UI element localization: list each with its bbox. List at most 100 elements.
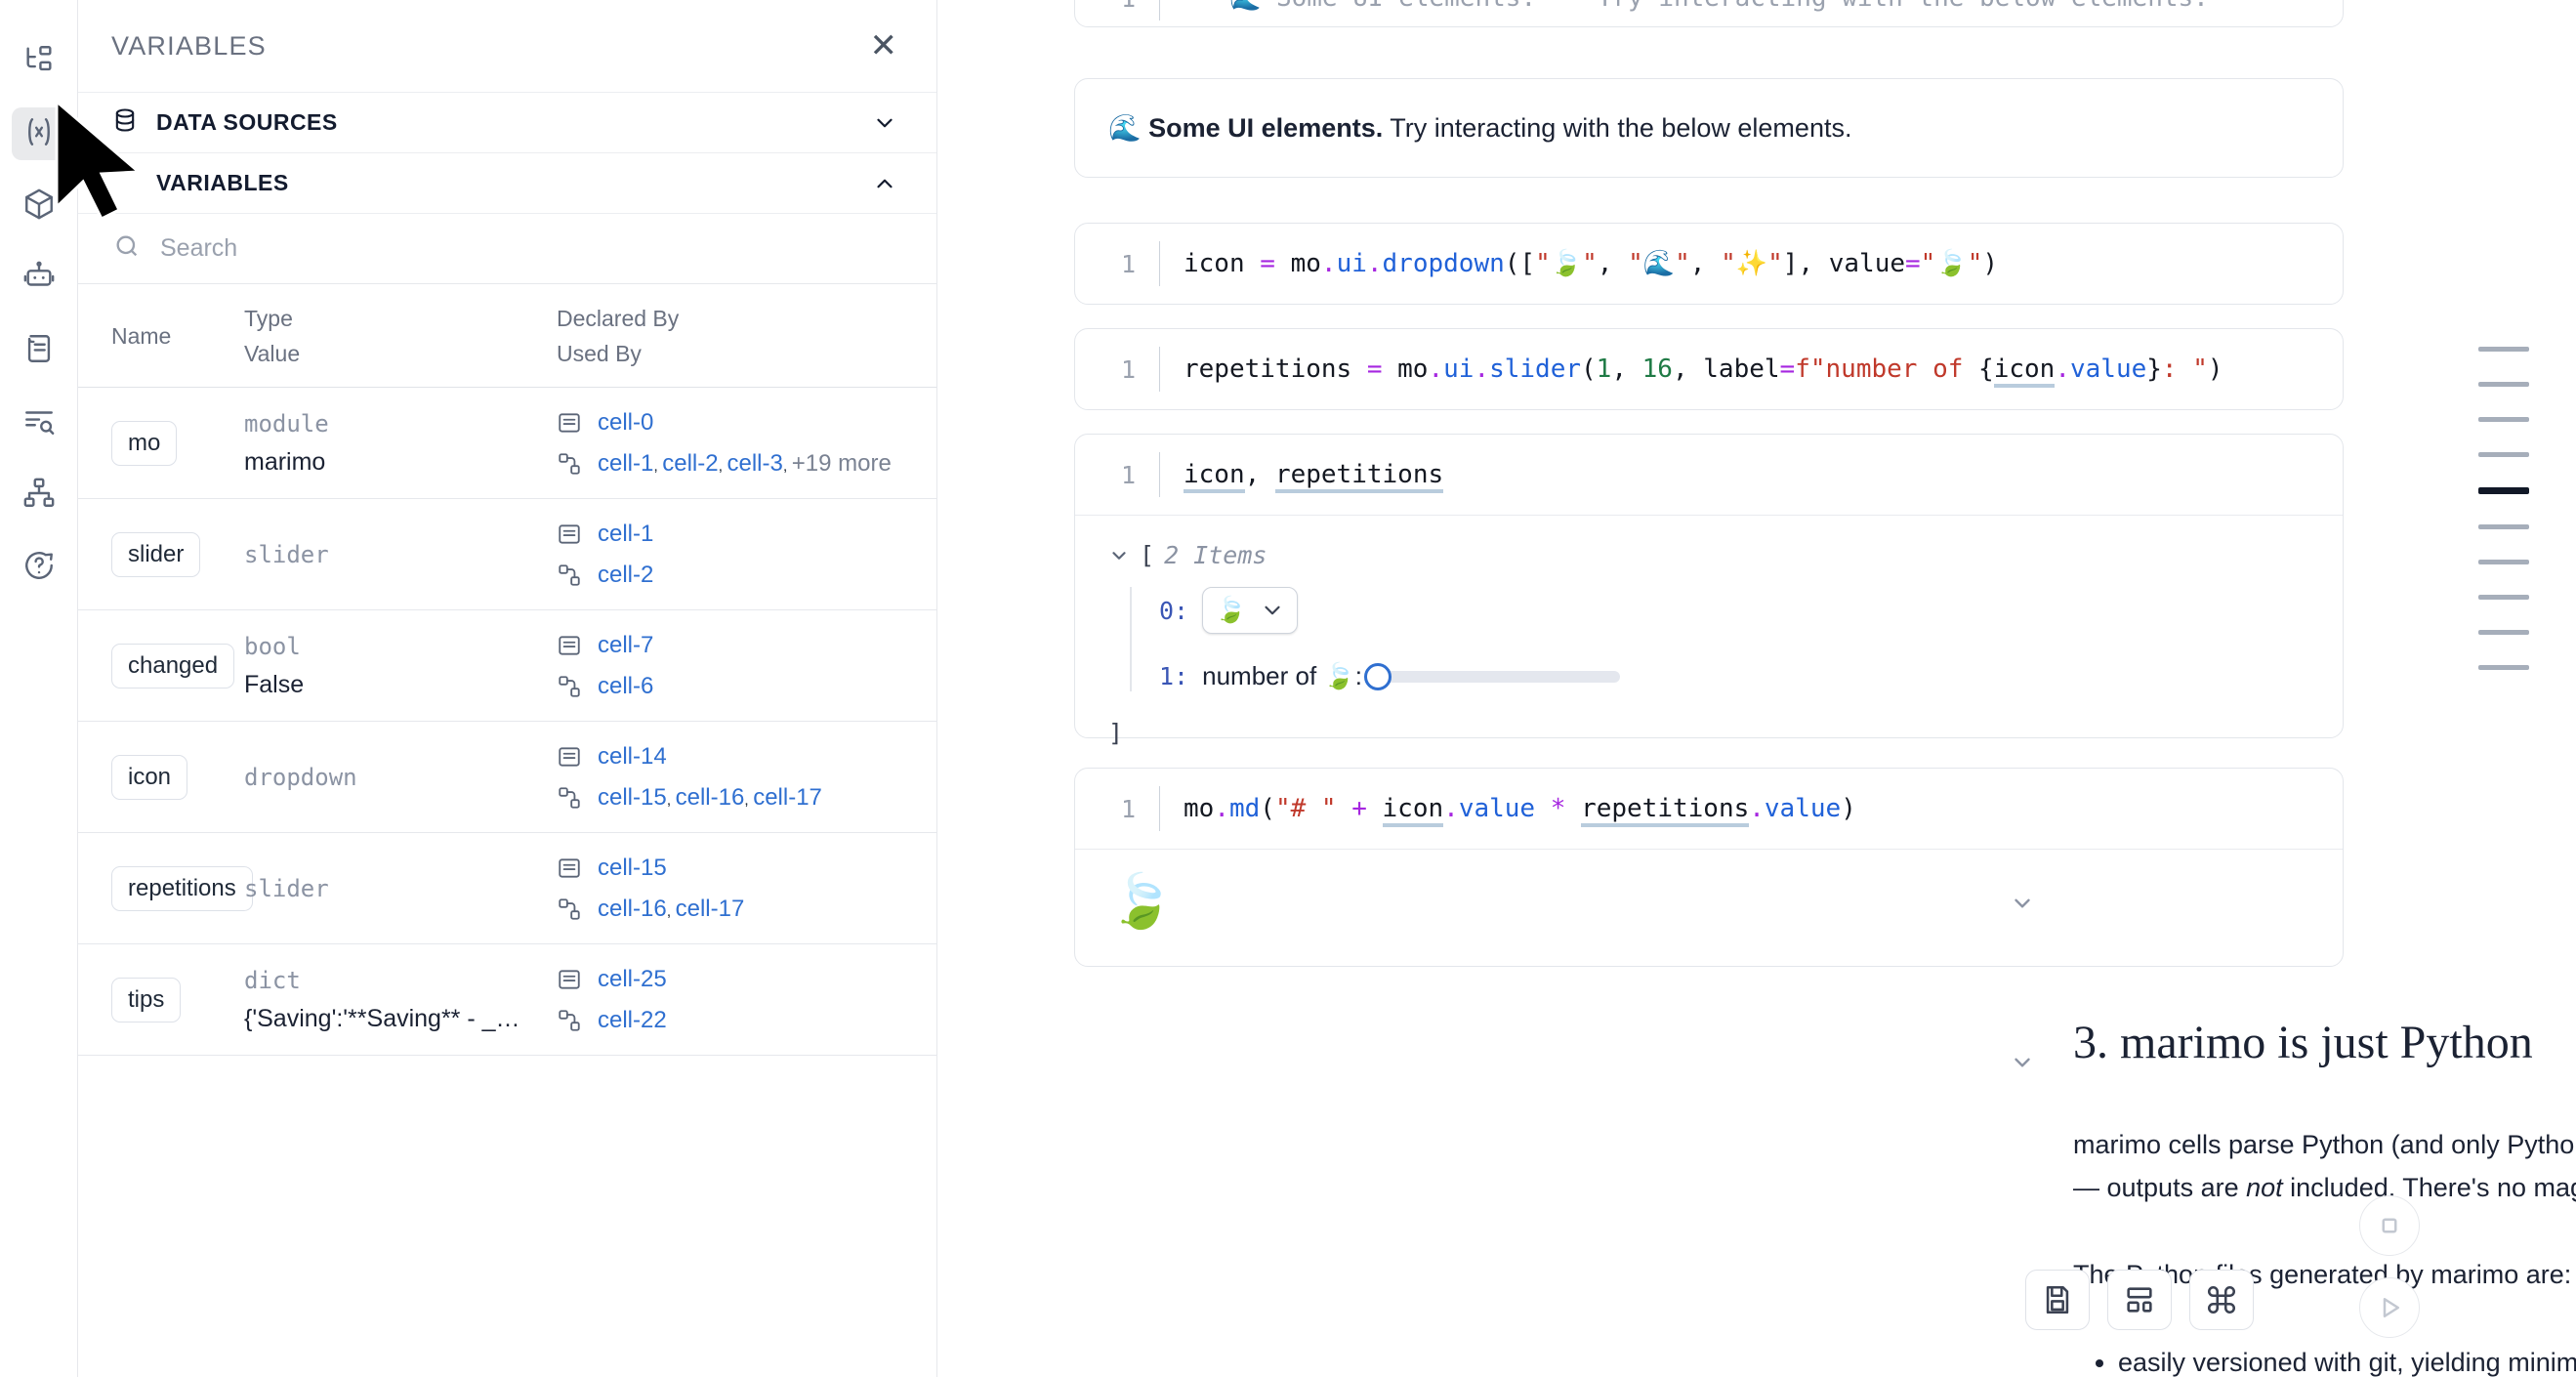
variables-table: Name Type Value Declared By Used By mo m…: [78, 284, 936, 1057]
sidebar-item-documentation[interactable]: [12, 324, 66, 377]
column-header-name: Name: [111, 322, 172, 349]
database-icon: [111, 106, 139, 139]
variable-value: marimo: [244, 447, 326, 476]
search-icon: [113, 232, 141, 265]
declared-by-cell-link[interactable]: cell-1: [598, 520, 654, 547]
chevron-down-icon[interactable]: [2010, 1050, 2035, 1075]
table-row[interactable]: icon dropdown cell-14 cell-15, cell-16, …: [78, 722, 936, 834]
stop-button[interactable]: [2359, 1195, 2420, 1256]
chevron-down-icon[interactable]: [1108, 545, 1130, 566]
table-row[interactable]: mo module marimo cell-0 cell-1, cell-2, …: [78, 388, 936, 500]
used-by-cell-link[interactable]: cell-15: [598, 783, 667, 811]
used-by-cell-link[interactable]: cell-3: [727, 449, 783, 477]
minimap-tick[interactable]: [2478, 595, 2529, 600]
declared-by-cell-link[interactable]: cell-15: [598, 854, 667, 881]
variable-name-chip[interactable]: icon: [111, 754, 188, 800]
used-by-cell-link[interactable]: cell-2: [598, 561, 654, 588]
minimap-tick[interactable]: [2478, 382, 2529, 387]
variable-refs-cell: cell-1 cell-2: [557, 514, 936, 596]
table-row[interactable]: tips dict {'Saving':'**Saving** - _Na...…: [78, 944, 936, 1057]
minimap-tick[interactable]: [2478, 630, 2529, 635]
variable-type: dropdown: [244, 763, 357, 791]
run-button[interactable]: [2359, 1277, 2420, 1338]
dependency-graph-icon: [22, 477, 56, 515]
variable-name-chip[interactable]: changed: [111, 643, 235, 688]
sidebar-item-ai-assistant[interactable]: [12, 252, 66, 305]
cell-ui-output[interactable]: 1 icon, repetitions [ 2 Items 0:: [1074, 434, 2344, 747]
cell-top-cutoff[interactable]: 1 """🌊 Some UI elements.""" Try interact…: [1074, 0, 2344, 27]
variable-name-chip[interactable]: slider: [111, 531, 201, 577]
chevron-down-icon[interactable]: [2010, 891, 2035, 916]
used-by-cell-link[interactable]: cell-2: [662, 449, 719, 477]
minimap[interactable]: [2431, 0, 2576, 1377]
variable-name-chip[interactable]: mo: [111, 420, 178, 466]
sidebar-item-variables[interactable]: [11, 107, 66, 160]
variable-type: dict: [244, 967, 301, 995]
used-by-cell-link[interactable]: cell-6: [598, 672, 654, 699]
table-row[interactable]: repetitions slider cell-15 cell-16, cell…: [78, 833, 936, 945]
cell-output-divider: [1075, 849, 2343, 850]
declared-by-cell-link[interactable]: cell-14: [598, 742, 667, 770]
paragraph-emphasis: not: [2246, 1172, 2283, 1202]
declared-by-cell-link[interactable]: cell-25: [598, 965, 667, 992]
link-nodes-icon: [559, 787, 580, 809]
declared-by-line: cell-15: [557, 848, 917, 889]
search-input[interactable]: [160, 234, 897, 263]
link-nodes-icon: [559, 1010, 580, 1031]
minimap-tick[interactable]: [2478, 347, 2529, 352]
list-output-header[interactable]: [ 2 Items: [1108, 541, 2309, 569]
help-icon: [22, 549, 56, 587]
minimap-tick[interactable]: [2478, 487, 2529, 494]
dropdown-select[interactable]: 🍃: [1202, 587, 1299, 634]
minimap-tick[interactable]: [2478, 665, 2529, 670]
save-button[interactable]: [2025, 1270, 2090, 1330]
sidebar-item-packages[interactable]: [12, 180, 66, 232]
list-item: 1: number of 🍃:: [1159, 661, 2309, 691]
variable-name-chip[interactable]: repetitions: [111, 865, 253, 911]
command-palette-button[interactable]: [2189, 1270, 2254, 1330]
sidebar-item-help[interactable]: [12, 541, 66, 594]
minimap-tick[interactable]: [2478, 524, 2529, 529]
sidebar-item-file-tree[interactable]: [12, 35, 66, 88]
cell-dropdown-definition[interactable]: 1 icon = mo.ui.dropdown(["🍃", "🌊", "✨"],…: [1074, 223, 2344, 305]
variable-name-cell: mo: [78, 420, 244, 466]
variable-name-cell: slider: [78, 531, 244, 577]
notebook-scroll-area: 1 """🌊 Some UI elements.""" Try interact…: [937, 0, 2576, 1377]
minimap-tick[interactable]: [2478, 560, 2529, 564]
minimap-tick[interactable]: [2478, 417, 2529, 422]
chevron-up-icon[interactable]: [872, 171, 897, 196]
used-by-cell-link[interactable]: cell-16: [675, 783, 745, 811]
variable-refs-cell: cell-0 cell-1, cell-2, cell-3, +19 more: [557, 402, 936, 484]
used-by-line: cell-2: [557, 555, 917, 596]
used-by-cell-link[interactable]: cell-17: [753, 783, 822, 811]
variable-name-cell: tips: [78, 977, 244, 1022]
layout-button[interactable]: [2107, 1270, 2172, 1330]
chevron-down-icon[interactable]: [872, 110, 897, 136]
cell-markdown-output[interactable]: 🌊 Some UI elements. Try interacting with…: [1074, 78, 2344, 178]
table-row[interactable]: changed bool False cell-7 cell-6: [78, 610, 936, 723]
slider-thumb[interactable]: [1364, 662, 1392, 690]
section-data-sources[interactable]: DATA SOURCES: [78, 93, 936, 153]
close-icon[interactable]: ✕: [869, 27, 898, 64]
used-by-cell-link[interactable]: cell-22: [598, 1006, 667, 1033]
used-by-more-label[interactable]: +19 more: [791, 449, 892, 477]
run-controls: [2359, 1195, 2420, 1338]
cell-code-cutoff: """🌊 Some UI elements.""" Try interactin…: [1184, 0, 2209, 13]
variable-name-chip[interactable]: tips: [111, 977, 182, 1022]
variable-name-cell: repetitions: [78, 865, 253, 911]
declared-by-cell-link[interactable]: cell-7: [598, 631, 654, 658]
table-header-row: Name Type Value Declared By Used By: [78, 284, 936, 389]
used-by-cell-link[interactable]: cell-16: [598, 895, 667, 922]
table-row[interactable]: slider slider cell-1 cell-2: [78, 499, 936, 611]
minimap-tick[interactable]: [2478, 452, 2529, 457]
used-by-cell-link[interactable]: cell-17: [675, 895, 745, 922]
declared-by-cell-link[interactable]: cell-0: [598, 408, 654, 436]
cell-markdown-heading[interactable]: 1 mo.md("# " + icon.value * repetitions.…: [1074, 768, 2344, 967]
section-variables[interactable]: VARIABLES: [78, 153, 936, 214]
sidebar-item-dependency-graph[interactable]: [12, 469, 66, 522]
used-by-cell-link[interactable]: cell-1: [598, 449, 654, 477]
sidebar-item-logs[interactable]: [12, 396, 66, 449]
variable-value: {'Saving':'**Saving** - _Na...: [244, 1004, 537, 1032]
cell-slider-definition[interactable]: 1 repetitions = mo.ui.slider(1, 16, labe…: [1074, 328, 2344, 410]
slider-track[interactable]: [1364, 662, 1620, 690]
